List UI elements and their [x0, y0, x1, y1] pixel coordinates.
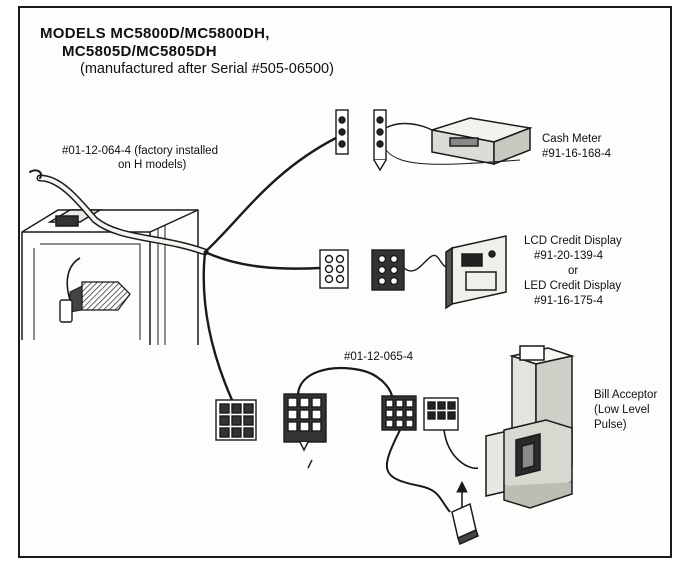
main-harness-wires — [29, 136, 338, 402]
led-display-label: LED Credit Display — [524, 280, 622, 292]
bill-acceptor-label: Bill Acceptor — [594, 389, 658, 401]
bill-acceptor-lead-wire — [385, 429, 451, 513]
lcd-display-part-number: #91-20-139-4 — [534, 250, 604, 262]
bill-harness-part-number: #01-12-065-4 — [344, 351, 414, 363]
bill-acceptor-note-line-2: Pulse) — [594, 419, 627, 431]
cash-meter-connector-pair — [335, 109, 433, 172]
led-display-part-number: #91-16-175-4 — [534, 295, 604, 307]
main-harness-lower-connector — [215, 399, 257, 441]
stray-mark — [307, 459, 313, 469]
main-harness-label-line-1: #01-12-064-4 (factory installed — [62, 145, 218, 157]
credit-display-connector-pair — [319, 249, 453, 291]
cash-meter-device — [385, 117, 533, 166]
credit-display-board — [445, 235, 507, 310]
lcd-display-label: LCD Credit Display — [524, 235, 622, 247]
main-harness-label-line-2: on H models) — [118, 159, 187, 171]
title-line-1: MODELS MC5800D/MC5800DH, — [40, 25, 270, 42]
title-line-2: MC5805D/MC5805DH — [62, 43, 217, 60]
cabinet-connector-block — [59, 257, 131, 323]
cash-meter-label: Cash Meter — [542, 133, 602, 145]
bill-acceptor-plug — [451, 502, 479, 546]
serial-note: (manufactured after Serial #505-06500) — [80, 61, 334, 77]
display-or-text: or — [568, 265, 579, 277]
bill-acceptor-device — [485, 345, 575, 509]
cash-meter-part-number: #91-16-168-4 — [542, 148, 612, 160]
machine-cabinet — [21, 209, 199, 345]
bill-harness-left-connector — [283, 366, 394, 452]
bill-harness-right-connector — [381, 395, 479, 469]
bill-acceptor-note-line-1: (Low Level — [594, 404, 650, 416]
